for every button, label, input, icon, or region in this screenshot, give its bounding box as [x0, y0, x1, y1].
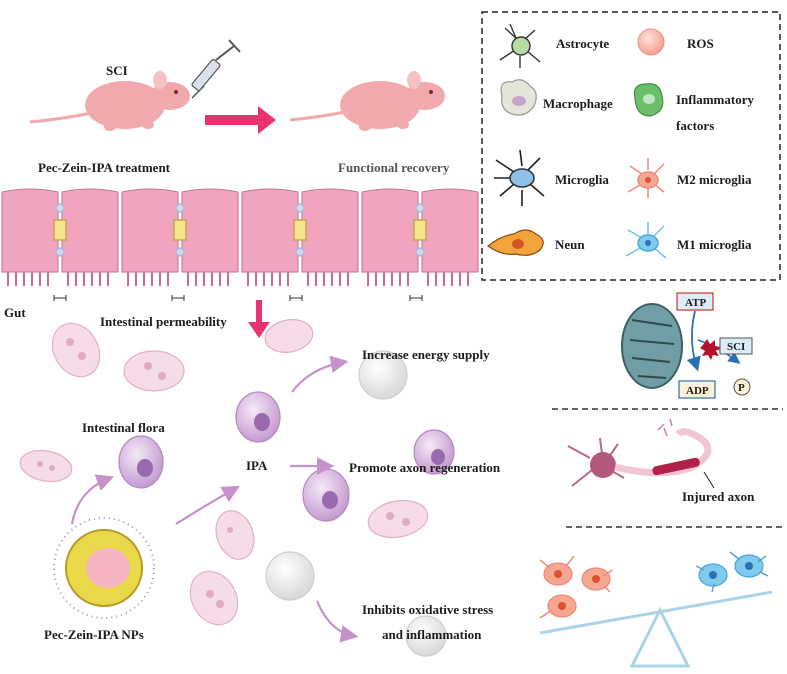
- mitochondrion-icon: [621, 303, 683, 389]
- injured-neuron-icon: [567, 418, 712, 487]
- ipa-label: IPA: [246, 458, 268, 473]
- m1-microglia-icon: [625, 222, 667, 259]
- sci-box: [719, 337, 753, 355]
- adp-label: ADP: [686, 385, 709, 397]
- permeability-label: Intestinal permeability: [100, 314, 227, 329]
- m2-microglia-icon: [627, 158, 665, 198]
- bacteria-spots: [37, 338, 410, 608]
- neun-icon: [487, 229, 544, 256]
- syringe-icon: [191, 39, 241, 99]
- sci-label: SCI: [106, 63, 128, 78]
- atp-label: ATP: [685, 297, 706, 309]
- treatment-arrow: [205, 106, 276, 134]
- sci-burst-icon: [700, 339, 721, 360]
- gray-bubbles: [265, 350, 447, 657]
- atp-box: [676, 292, 714, 311]
- gut-label: Gut: [4, 305, 26, 320]
- oxidative-label-line1: Inhibits oxidative stress: [362, 602, 493, 617]
- sci-small-label: SCI: [727, 341, 745, 353]
- flow-arrows: [70, 355, 359, 643]
- tight-junctions: [53, 203, 427, 257]
- legend-macrophage: Macrophage: [543, 96, 613, 111]
- p-label: P: [738, 382, 745, 394]
- legend-factors: factors: [676, 118, 714, 133]
- legend-ros: ROS: [687, 36, 714, 51]
- oxidative-label-line2: and inflammation: [382, 627, 482, 642]
- legend-box: [481, 11, 781, 281]
- energy-label: Increase energy supply: [362, 347, 490, 362]
- legend-neun: Neun: [555, 237, 585, 252]
- legend-astrocyte: Astrocyte: [556, 36, 609, 51]
- treatment-label: Pec-Zein-IPA treatment: [38, 160, 171, 175]
- m2-microglia-cluster: [539, 555, 613, 619]
- adp-box: [678, 380, 716, 399]
- nps-label: Pec-Zein-IPA NPs: [44, 627, 144, 642]
- legend-m2: M2 microglia: [677, 172, 752, 187]
- bacteria-group: [19, 319, 429, 626]
- gut-epithelium: [1, 188, 479, 273]
- balance-scale: [539, 590, 773, 668]
- atp-arrow: [686, 310, 701, 372]
- gut-villi: [7, 272, 469, 286]
- legend-m1: M1 microglia: [677, 237, 752, 252]
- m2-cluster-nuclei: [554, 570, 600, 610]
- legend-microglia: Microglia: [555, 172, 609, 187]
- injured-axon-pointer: [703, 471, 715, 489]
- nanoparticle-icon: [53, 517, 155, 619]
- axon-regeneration-label: Promote axon regeneration: [349, 460, 501, 475]
- p-circle: [733, 378, 751, 396]
- gap-indicators: [53, 295, 423, 301]
- m1-microglia-cluster: [695, 551, 769, 593]
- macrophage-icon: [500, 79, 537, 116]
- recovery-label: Functional recovery: [338, 160, 450, 175]
- inflammatory-factor-icon: [633, 83, 664, 117]
- purple-cell-nuclei: [137, 413, 445, 509]
- sci-mouse: [29, 71, 190, 131]
- m1-cluster-nuclei: [709, 562, 753, 579]
- microglia-icon: [494, 149, 545, 206]
- recovered-mouse: [289, 71, 445, 131]
- legend-inflammatory: Inflammatory: [676, 92, 754, 107]
- injured-axon-label: Injured axon: [682, 489, 755, 504]
- permeability-arrow: [248, 300, 270, 338]
- intestinal-flora-label: Intestinal flora: [82, 420, 165, 435]
- ros-icon: [637, 28, 665, 56]
- astrocyte-icon: [499, 23, 541, 68]
- p-arrow: [697, 339, 741, 364]
